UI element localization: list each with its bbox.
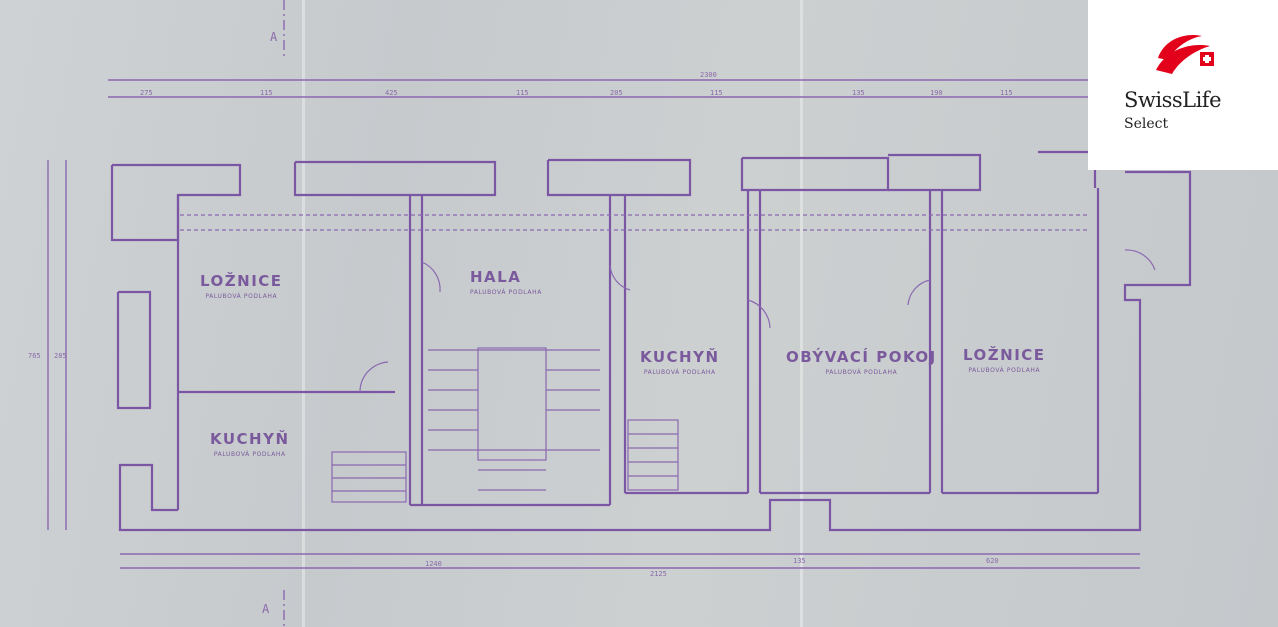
room-floor: PALUBOVÁ PODLAHA xyxy=(213,451,286,458)
dimension-label: 765 xyxy=(28,352,41,360)
door-swing xyxy=(421,261,441,293)
logo-brand-text: SwissLife xyxy=(1124,88,1222,112)
room-label: OBÝVACÍ POKOJ PALUBOVÁ PODLAHA xyxy=(786,348,937,376)
room-name: KUCHYŇ xyxy=(640,348,720,366)
logo-sub-text: Select xyxy=(1124,116,1169,132)
dimension-label: 115 xyxy=(710,89,723,97)
room-floor: PALUBOVÁ PODLAHA xyxy=(470,289,542,296)
section-mark: A xyxy=(262,602,270,616)
door-swing xyxy=(609,264,631,291)
dimension-label: 2125 xyxy=(650,570,667,578)
wall xyxy=(1038,150,1097,188)
dimension-label: 135 xyxy=(852,89,865,97)
wall xyxy=(546,158,692,197)
dimension-label: 205 xyxy=(610,89,623,97)
paper-fold xyxy=(302,0,305,627)
door-swing xyxy=(1124,249,1156,271)
swisslife-logo: SwissLife Select xyxy=(1088,0,1278,170)
dimension-label: 115 xyxy=(1000,89,1013,97)
dimension-label: 115 xyxy=(260,89,273,97)
dimension-label: 115 xyxy=(516,89,529,97)
room-name: LOŽNICE xyxy=(963,346,1046,364)
room-label: KUCHYŇ PALUBOVÁ PODLAHA xyxy=(640,348,720,376)
dimension-label: 275 xyxy=(140,89,153,97)
dimension-label: 135 xyxy=(793,557,806,565)
wall xyxy=(293,160,497,197)
stairs xyxy=(331,451,407,503)
room-label: LOŽNICE PALUBOVÁ PODLAHA xyxy=(200,272,283,300)
dimension-label: 285 xyxy=(54,352,67,360)
room-label: KUCHYŇ PALUBOVÁ PODLAHA xyxy=(210,430,290,458)
wall xyxy=(888,153,982,192)
dimension-label: 425 xyxy=(385,89,398,97)
room-floor: PALUBOVÁ PODLAHA xyxy=(825,369,898,376)
door-swing xyxy=(359,361,389,393)
wall xyxy=(116,290,152,410)
section-mark: A xyxy=(270,30,278,44)
wall xyxy=(740,156,890,192)
room-floor: PALUBOVÁ PODLAHA xyxy=(968,367,1041,374)
dimension-label: 190 xyxy=(930,89,943,97)
room-label: LOŽNICE PALUBOVÁ PODLAHA xyxy=(963,346,1046,374)
paper-fold xyxy=(800,0,803,627)
room-floor: PALUBOVÁ PODLAHA xyxy=(205,293,278,300)
door-swing xyxy=(907,279,931,306)
staircase-void xyxy=(477,347,547,461)
dimension-label: 1240 xyxy=(425,560,442,568)
room-name: HALA xyxy=(470,268,522,286)
wall xyxy=(118,170,1192,532)
dimension-label: 620 xyxy=(986,557,999,565)
swisslife-logo-mark-icon xyxy=(1156,34,1214,74)
room-label: HALA PALUBOVÁ PODLAHA xyxy=(470,268,542,296)
room-name: OBÝVACÍ POKOJ xyxy=(786,348,937,366)
dimension-label: 2300 xyxy=(700,71,717,79)
room-name: KUCHYŇ xyxy=(210,430,290,448)
stairs xyxy=(627,419,679,491)
wall xyxy=(110,163,242,242)
room-floor: PALUBOVÁ PODLAHA xyxy=(643,369,716,376)
door-swing xyxy=(747,299,771,329)
room-name: LOŽNICE xyxy=(200,272,283,290)
